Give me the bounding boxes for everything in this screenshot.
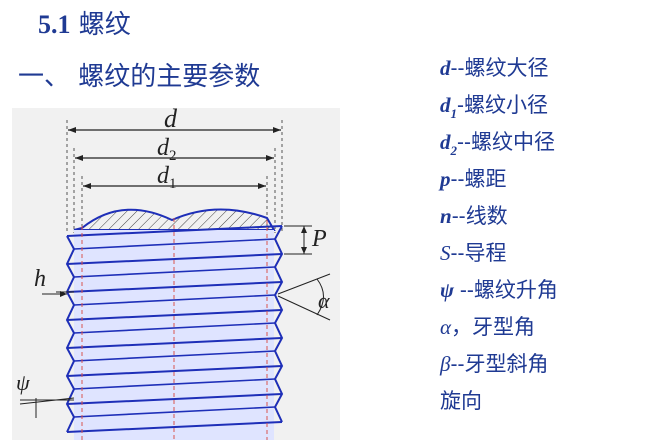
param-item: d1-螺纹小径 — [440, 93, 548, 121]
alpha-dimension — [277, 273, 331, 321]
param-item: ψ --螺纹升角 — [440, 278, 558, 302]
label-h: h — [34, 266, 46, 292]
thread-roots — [73, 238, 276, 418]
axis-lines — [81, 218, 268, 440]
param-item: p--螺距 — [440, 167, 507, 191]
parameter-list: d--螺纹大径 d1-螺纹小径 d2--螺纹中径 p--螺距 n--线数 S--… — [440, 50, 558, 420]
thread-diagram: d d2 d1 — [12, 108, 340, 440]
section-number: 5.1 — [38, 10, 71, 39]
h-arrowheads — [60, 291, 67, 297]
param-item: 旋向 — [440, 389, 482, 413]
section-title: 5.1 螺纹 — [38, 4, 131, 41]
param-item: α，牙型角 — [440, 315, 536, 339]
label-psi: ψ — [16, 370, 30, 395]
thread-crests — [66, 225, 283, 433]
param-item: d--螺纹大径 — [440, 56, 549, 80]
subheading: 一、 螺纹的主要参数 — [18, 62, 261, 92]
label-alpha: α — [318, 288, 330, 313]
label-P: P — [311, 226, 327, 252]
pitch-arrowheads — [301, 226, 307, 254]
h-dimension — [42, 291, 74, 295]
dimension-lines — [68, 129, 281, 187]
pitch-dimension — [284, 225, 312, 255]
thread-body — [74, 230, 274, 440]
label-d1: d1 — [157, 163, 177, 192]
label-d2: d2 — [157, 135, 177, 164]
extension-lines — [66, 120, 283, 233]
label-d: d — [164, 108, 178, 133]
param-item: d2--螺纹中径 — [440, 130, 555, 158]
param-item: β--牙型斜角 — [440, 352, 549, 376]
param-item: n--线数 — [440, 204, 508, 228]
thread-diagram-svg: d d2 d1 — [16, 108, 331, 440]
param-item: S--导程 — [440, 241, 507, 265]
psi-dimension — [19, 397, 75, 418]
dimension-arrowheads — [68, 127, 281, 189]
section-title-text: 螺纹 — [78, 10, 131, 40]
